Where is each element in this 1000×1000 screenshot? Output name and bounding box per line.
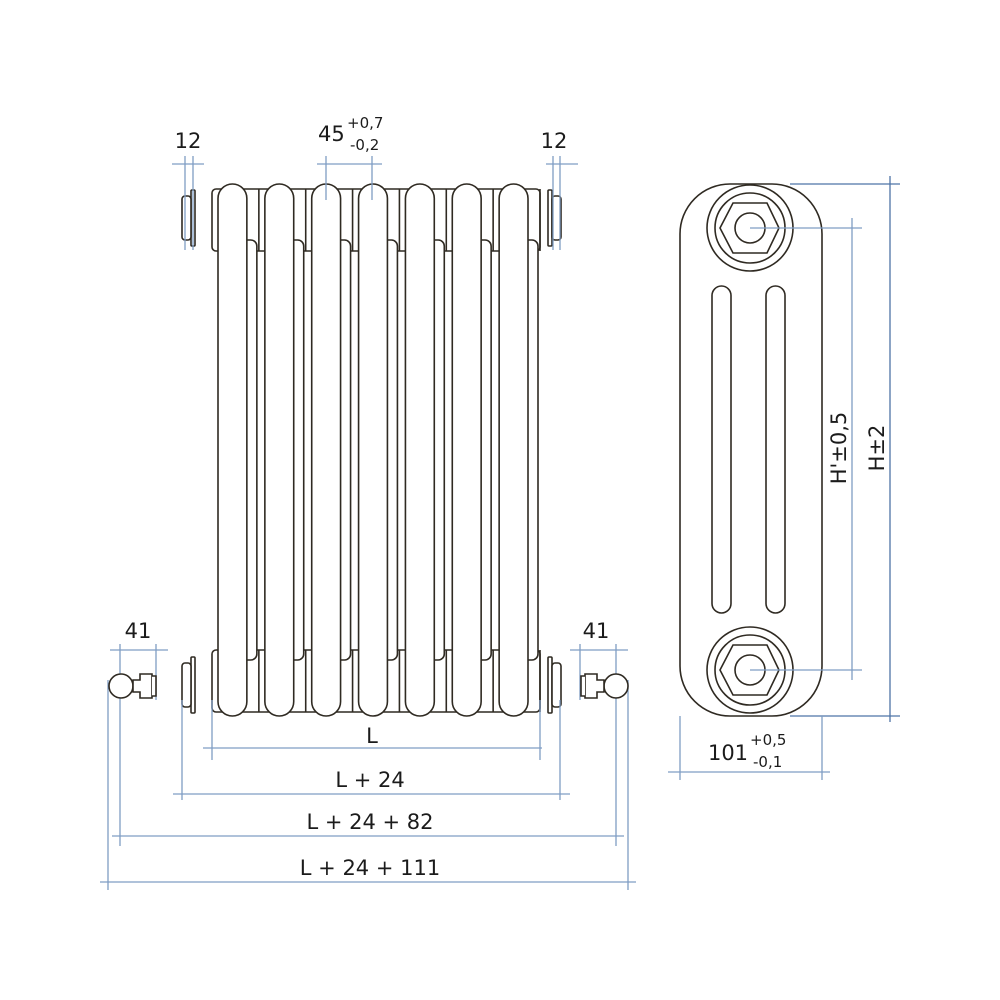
valve-width-left: 41 [125,619,152,643]
length-l-24-111: L + 24 + 111 [300,856,440,880]
section-pitch-tol-minus: -0,2 [350,136,379,154]
valve-right [580,673,629,699]
plug-width-left: 12 [175,129,202,153]
depth-value: 101 [708,741,748,765]
radiator-section [357,183,401,717]
side-view [679,183,823,717]
radiator-section [264,183,307,717]
section-pitch-tol-plus: +0,7 [347,114,383,132]
radiator-section [217,183,260,717]
front-dimension-lines [100,156,636,890]
length-l-24: L + 24 [335,768,404,792]
valve-width-right: 41 [583,619,610,643]
length-l-24-82: L + 24 + 82 [306,810,433,834]
radiator-section [404,183,448,717]
depth-tol-minus: -0,1 [753,753,782,771]
plug [181,656,196,714]
axis-height-label: H'±0,5 [827,412,851,485]
height-label: H±2 [865,425,889,472]
side-dimension-lines [668,176,900,780]
depth-tol-plus: +0,5 [750,731,786,749]
plug-width-right: 12 [541,129,568,153]
valve-left [108,673,157,699]
radiator-section [498,183,541,717]
radiator-sections [211,183,541,717]
plug [547,656,562,714]
plug [547,189,562,247]
radiator-section [451,183,494,717]
radiator-section [310,183,354,717]
length-l: L [366,724,378,748]
section-pitch: 45 [318,122,345,146]
